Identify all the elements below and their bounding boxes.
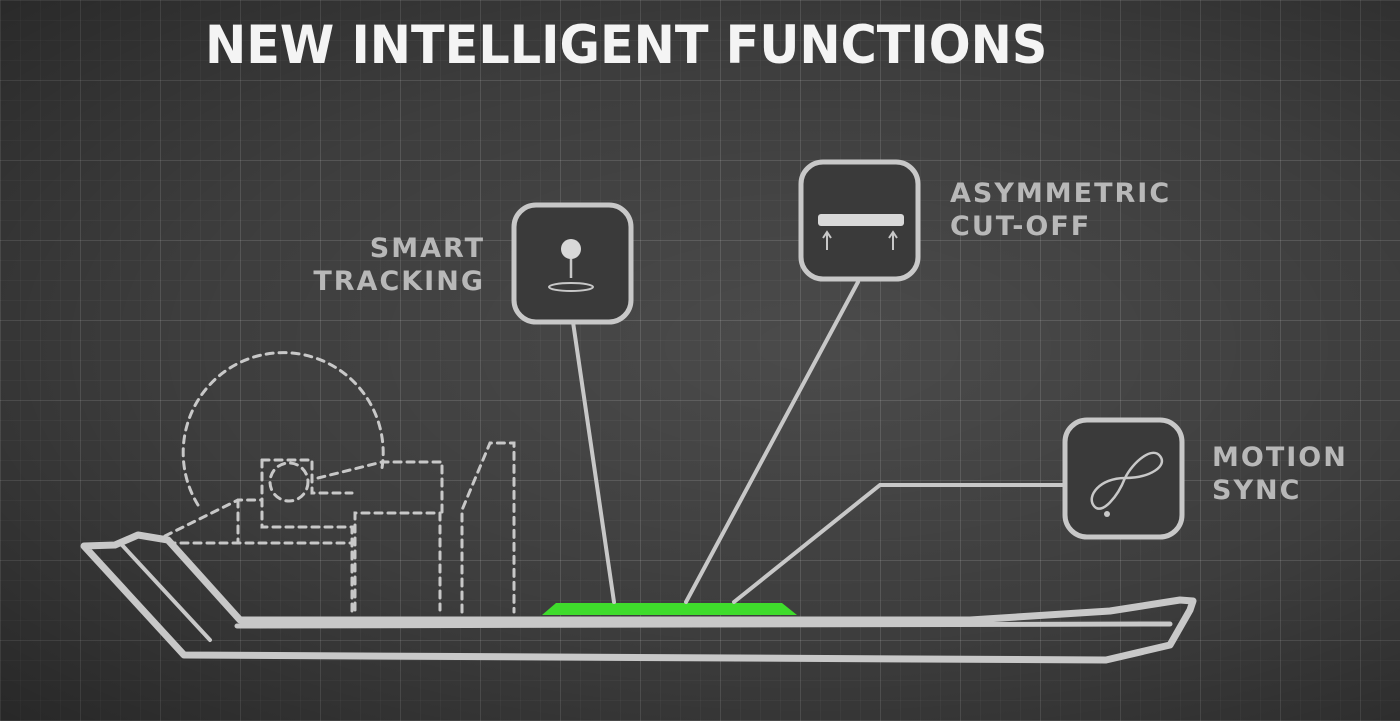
feature-label-motion-sync: MOTION SYNC [1212,441,1348,507]
page-title: NEW INTELLIGENT FUNCTIONS [205,15,1048,76]
led-strip-highlight [542,603,797,615]
feature-label-smart-tracking: SMART TRACKING [300,232,485,298]
leader-line-smart-tracking [571,320,616,604]
leader-line-asymmetric-cut-off [684,280,860,604]
leader-lines [571,280,1065,604]
feature-label-line: SYNC [1212,475,1302,506]
cut-off-bar-icon [798,159,921,282]
feature-label-asymmetric-cut-off: ASYMMETRIC CUT-OFF [950,177,1171,243]
feature-label-line: MOTION [1212,442,1348,473]
target-marker-icon [511,202,634,325]
feature-label-line: CUT-OFF [950,211,1092,242]
feature-label-line: TRACKING [313,266,485,297]
feature-label-line: SMART [369,233,485,264]
feature-label-line: ASYMMETRIC [950,178,1172,209]
lamp-housing [80,531,1197,664]
vehicle-outline-dashed [163,351,516,614]
leader-line-motion-sync [732,483,1065,604]
infinity-loop-icon [1062,417,1185,540]
